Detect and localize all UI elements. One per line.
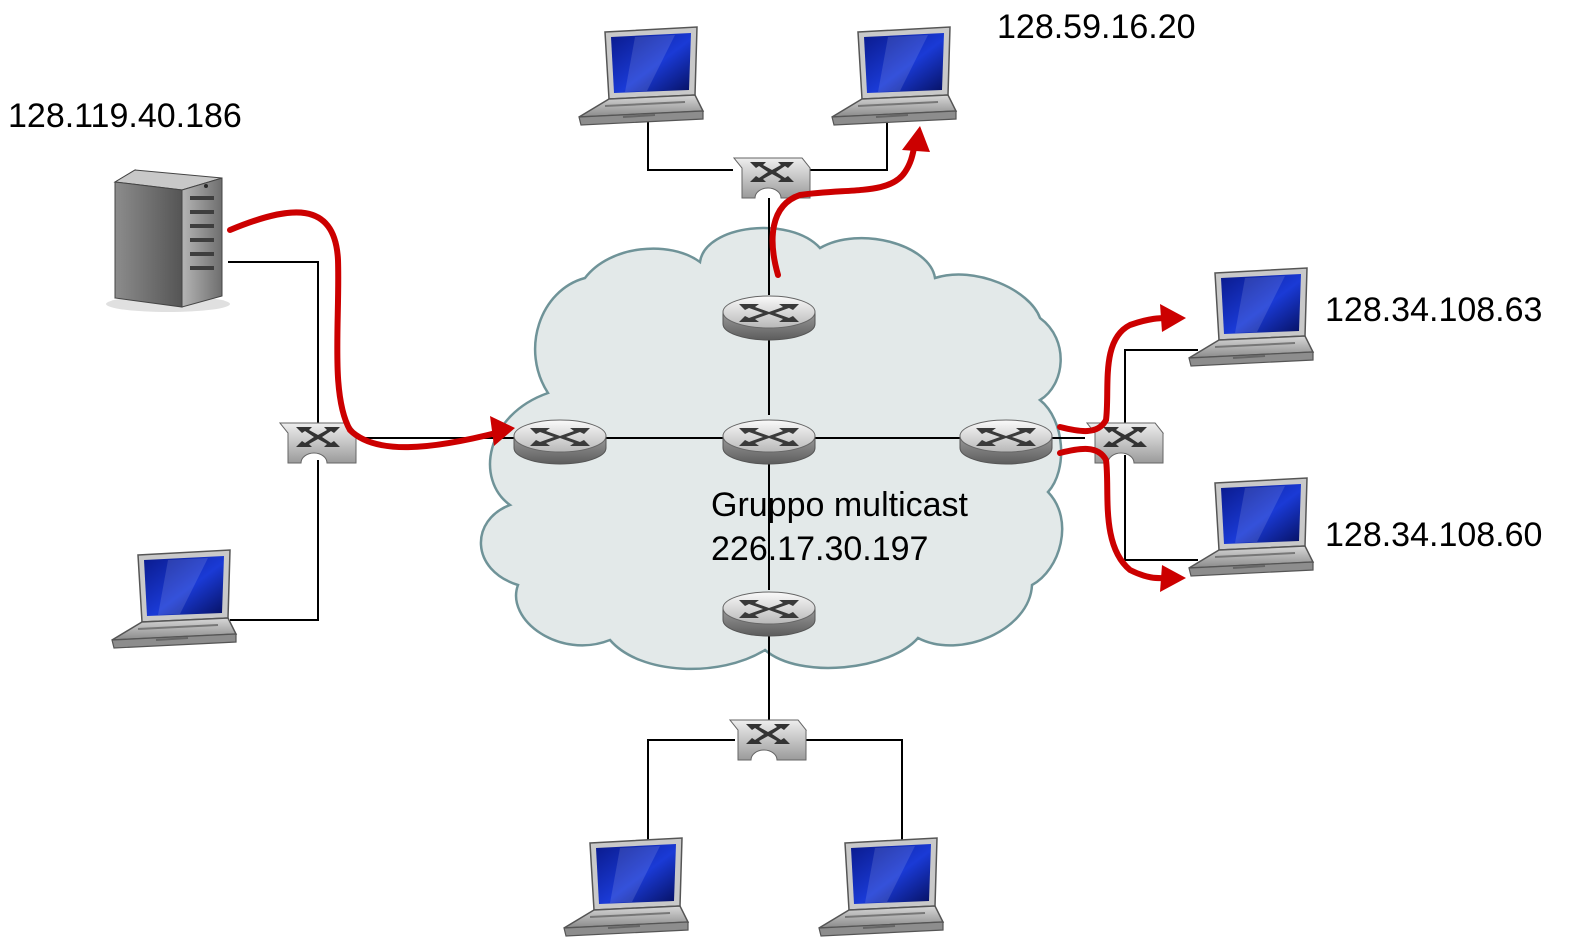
router-left: [513, 419, 607, 465]
router-right: [959, 419, 1053, 465]
switch-top: [733, 157, 811, 199]
laptop-left: [111, 549, 237, 649]
laptop-bottom-right: [818, 837, 944, 937]
label-group-name: Gruppo multicast: [711, 486, 969, 524]
switch-bottom: [729, 719, 807, 761]
switch-left: [279, 422, 357, 464]
laptop-right-lower: [1188, 477, 1314, 577]
router-top: [722, 295, 816, 341]
network-links: [228, 118, 1198, 840]
laptop-top-left: [578, 26, 704, 126]
label-group-address: 226.17.30.197: [711, 530, 928, 568]
label-right-host-upper: 128.34.108.63: [1325, 291, 1542, 329]
label-top-right-host: 128.59.16.20: [997, 8, 1196, 46]
label-right-host-lower: 128.34.108.60: [1325, 516, 1542, 554]
multicast-flow: [227, 137, 1171, 582]
server-icon: [106, 169, 230, 312]
laptop-bottom-left: [563, 837, 689, 937]
router-bottom: [722, 591, 816, 637]
flow-arrowheads: [490, 126, 1186, 592]
laptop-right-upper: [1188, 267, 1314, 367]
label-source-host: 128.119.40.186: [8, 97, 242, 135]
laptop-top-right: [831, 26, 957, 126]
router-center: [722, 419, 816, 465]
